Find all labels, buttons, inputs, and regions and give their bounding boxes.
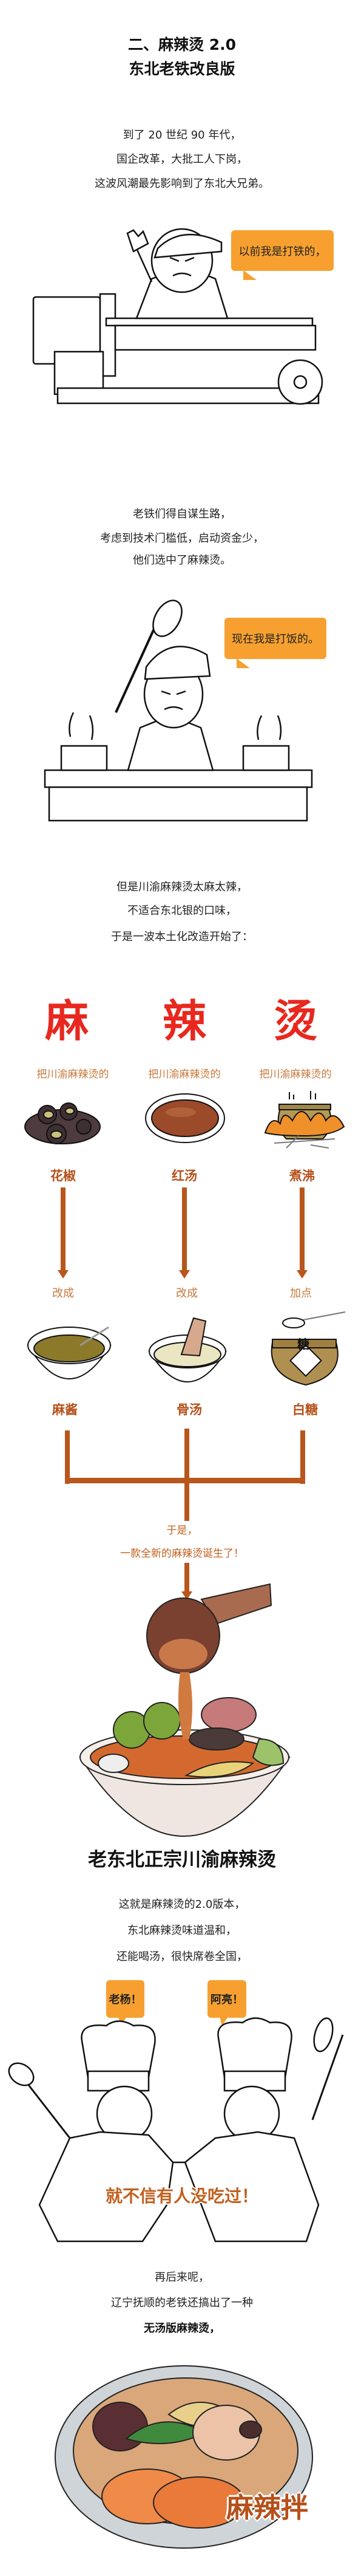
flow-line [184, 1429, 189, 1521]
dish-caption: 老东北正宗川渝麻辣烫 [88, 1849, 276, 1871]
flow-line [65, 1430, 70, 1484]
char-ma: 麻 [44, 996, 89, 1047]
version-line: 这就是麻辣烫的2.0版本， [118, 1898, 246, 1911]
flow-line [182, 1187, 187, 1271]
flow-line [65, 1478, 305, 1483]
change-verb: 加点 [290, 1287, 312, 1300]
flow-line [300, 1430, 305, 1484]
prefix-text: 把川渝麻辣烫的 [36, 1068, 109, 1081]
intro-line: 国企改革，大批工人下岗， [116, 153, 248, 166]
result-text: 于是， [166, 1525, 198, 1537]
later-bold-line: 无汤版麻辣烫， [144, 2322, 220, 2335]
ingredient-label: 麻酱 [52, 1402, 78, 1417]
choice-line: 老铁们得自谋生路， [133, 508, 231, 521]
later-line: 辽宁抚顺的老铁还搞出了一种 [111, 2297, 253, 2309]
ingredient-label: 煮沸 [289, 1169, 315, 1183]
change-verb: 改成 [176, 1287, 198, 1300]
intro-line: 这波风潮最先影响到了东北大兄弟。 [95, 177, 269, 190]
speech-text: 现在我是打饭的。 [232, 633, 319, 646]
ingredient-label: 花椒 [50, 1169, 76, 1183]
char-tang: 烫 [273, 996, 317, 1047]
prefix-text: 把川渝麻辣烫的 [259, 1068, 332, 1081]
localize-line: 于是一波本土化改造开始了： [111, 931, 253, 943]
choice-line: 他们选中了麻辣烫。 [133, 554, 231, 567]
speech-text: 以前我是打铁的， [238, 245, 326, 258]
flow-line [61, 1187, 66, 1271]
flow-line [300, 1187, 305, 1271]
localize-line: 但是川渝麻辣烫太麻太辣， [116, 881, 248, 893]
speech-bubble: 老杨！ [106, 1980, 144, 2026]
version-line: 东北麻辣烫味道温和， [127, 1924, 237, 1937]
intro-line: 到了 20 世纪 90 年代， [123, 129, 241, 142]
slogan: 就不信有人没吃过！ [105, 2186, 258, 2206]
char-la: 辣 [162, 996, 206, 1047]
choice-line: 考虑到技术门槛低，启动资金少， [100, 532, 264, 545]
version-line: 还能喝汤，很快席卷全国， [116, 1950, 248, 1963]
result-text: 一款全新的麻辣烫诞生了！ [120, 1548, 244, 1560]
ingredient-label: 白糖 [292, 1402, 318, 1417]
cook-counter-illustration [44, 600, 313, 822]
speech-text: 阿亮！ [211, 1993, 243, 2006]
speech-bubble: 现在我是打饭的。 [224, 618, 326, 659]
section-subtitle: 东北老铁改良版 [129, 60, 235, 78]
ingredient-label: 骨汤 [177, 1402, 202, 1417]
section-title: 二、麻辣烫 2.0 [128, 36, 236, 53]
localize-line: 不适合东北银的口味， [127, 904, 237, 917]
malatang-bowl-illustration [79, 1583, 291, 1837]
sugar-jar-icon [271, 1311, 346, 1386]
boiling-pot-fire-icon [264, 1091, 345, 1149]
arrow-down-icon [58, 1270, 69, 1279]
later-line: 再后来呢， [155, 2271, 209, 2284]
jar-label: 糖 [297, 1337, 309, 1351]
speech-bubble: 阿亮！ [207, 1980, 246, 2026]
sichuan-pepper-icon [24, 1102, 101, 1144]
prefix-text: 把川渝麻辣烫的 [148, 1068, 221, 1081]
bone-broth-bowl-icon [148, 1317, 227, 1382]
malaban-plate-illustration [55, 2365, 313, 2549]
arrow-down-icon [179, 1270, 190, 1279]
worker-lathe-illustration [32, 228, 323, 405]
ingredient-label: 红汤 [172, 1169, 197, 1183]
sesame-paste-bowl-icon [27, 1326, 112, 1379]
arrow-down-icon [297, 1270, 308, 1279]
red-soup-bowl-icon [145, 1093, 225, 1143]
change-verb: 改成 [52, 1287, 74, 1300]
flow-line [184, 1563, 189, 1593]
speech-bubble: 以前我是打铁的， [231, 230, 334, 271]
two-chefs-illustration [8, 2017, 344, 2243]
dish-caption: 麻辣拌 [226, 2492, 309, 2524]
speech-text: 老杨！ [109, 1993, 142, 2006]
